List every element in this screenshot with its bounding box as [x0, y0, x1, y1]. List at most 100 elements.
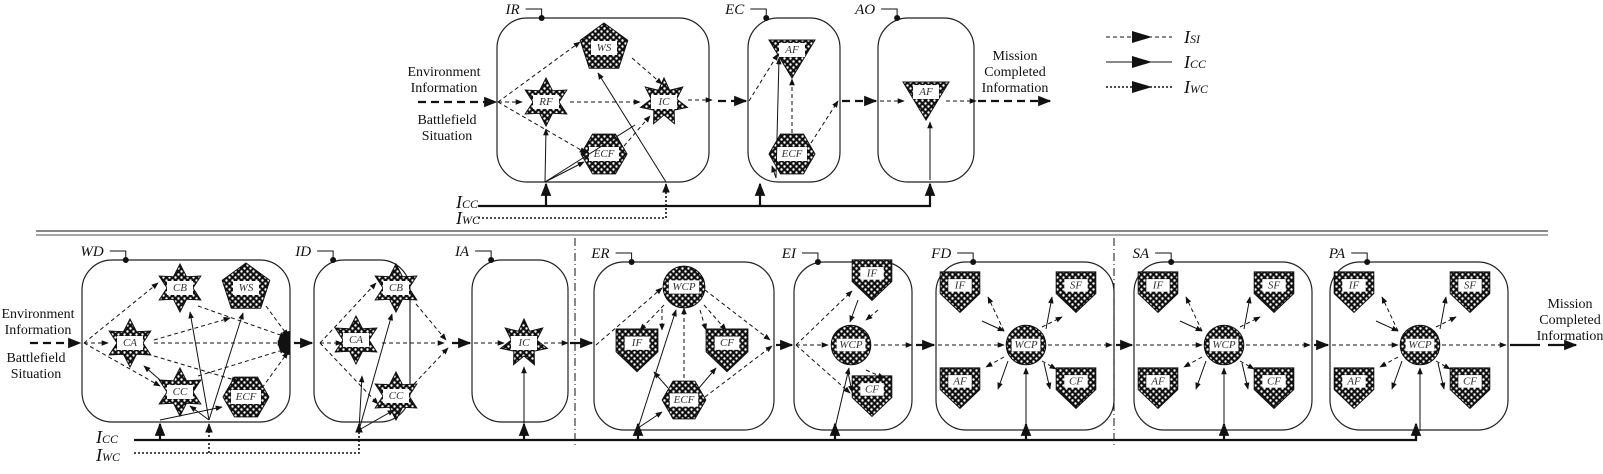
node-label: SF [1070, 279, 1083, 291]
phase-tag-dot [122, 257, 129, 263]
node-label: WCP [1408, 339, 1432, 351]
node-wcp: WCP [830, 324, 872, 366]
connector [83, 342, 161, 387]
legend-arrowhead [1132, 56, 1152, 68]
node-wcp: WCP [1399, 324, 1441, 366]
node-label-box [777, 147, 807, 161]
node-label-box [167, 281, 193, 295]
node-cf: CF [851, 375, 893, 418]
node-label: ECF [235, 391, 257, 403]
connector [704, 345, 773, 398]
node-if: IF [939, 271, 981, 314]
connector [153, 317, 231, 341]
phase-tag-dot [1364, 259, 1371, 265]
connector [1243, 296, 1252, 330]
connector [639, 304, 665, 331]
node-label: CA [349, 334, 363, 346]
connector [1239, 316, 1261, 328]
phase-container [313, 259, 411, 423]
connector [771, 165, 777, 179]
node-label: IF [631, 337, 643, 349]
text-line: Environment [407, 65, 480, 80]
node-label: CA [123, 337, 137, 349]
node-label-box [511, 336, 537, 350]
bus-symbol: I [1183, 52, 1191, 72]
legend-label: ISI [1183, 27, 1201, 47]
node-label: ECF [673, 394, 695, 406]
connector [987, 296, 1005, 332]
node-label-box [1146, 375, 1170, 388]
phase-tag-dot [970, 259, 977, 265]
connector [631, 57, 663, 85]
node-af: AF [902, 81, 950, 121]
bus-symbol: I [1183, 77, 1191, 97]
node-label-box [533, 95, 559, 109]
connector [265, 305, 289, 337]
connector [834, 367, 851, 429]
text-line: Situation [11, 367, 62, 382]
node-ecf: ECF [222, 376, 270, 418]
text-line: Information [411, 81, 478, 96]
node-label-box [948, 279, 972, 292]
bus-subscript: CC [1190, 57, 1207, 71]
node-af: AF [1137, 367, 1179, 410]
connector [795, 290, 853, 346]
node-wcp: WCP [1005, 324, 1047, 366]
node-label-box [167, 385, 193, 399]
node-label: CC [389, 390, 404, 402]
connector [1381, 296, 1399, 332]
iwc-label: IWC [455, 208, 481, 228]
phase-tag-dot [894, 15, 901, 21]
node-label-box [779, 43, 805, 57]
connector [544, 124, 636, 183]
bus-subscript: CC [462, 197, 479, 211]
phase-label: EI [781, 246, 797, 262]
connector [153, 355, 239, 382]
node-label: IF [1348, 279, 1360, 291]
connector [543, 128, 549, 183]
node-if: IF [1333, 271, 1375, 314]
phase-tag-dot [763, 15, 770, 21]
legend-arrowhead [1132, 31, 1152, 43]
legend-label: ICC [1183, 52, 1207, 72]
phase-tag-dot [330, 257, 337, 263]
node-label: AF [784, 44, 799, 56]
connector [849, 299, 859, 323]
connector [637, 309, 677, 429]
sf-shape [1055, 271, 1097, 314]
bus-subscript: CC [102, 432, 119, 446]
text-line: Information [1537, 329, 1603, 344]
phase-label: ID [294, 244, 311, 260]
bus-subscript: WC [102, 450, 121, 464]
connector [497, 101, 587, 154]
text-line: Battlefield [417, 113, 476, 128]
node-af: AF [768, 39, 816, 79]
node-label: CB [389, 282, 403, 294]
node-label: CF [1267, 375, 1281, 387]
node-label: AF [1150, 375, 1165, 387]
bus-symbol: I [455, 208, 463, 228]
if-shape [1333, 271, 1375, 314]
node-label-box [117, 336, 143, 350]
node-label: WCP [1212, 339, 1236, 351]
node-label: CF [720, 337, 734, 349]
phase-label: WD [80, 244, 103, 260]
bus-subscript: WC [1190, 82, 1209, 96]
connector [775, 57, 782, 179]
connector [1375, 320, 1399, 332]
connector [597, 72, 667, 183]
node-label-box [1011, 338, 1041, 352]
cf-shape [851, 375, 893, 418]
node-ecf: ECF [661, 380, 707, 420]
node-label-box [591, 41, 617, 55]
cf-shape [705, 328, 749, 373]
node-label-box [913, 85, 939, 99]
node-label: CB [173, 282, 187, 294]
node-label-box [836, 338, 866, 352]
iwc-label: IWC [95, 445, 121, 465]
node-wcp: WCP [1203, 324, 1245, 366]
text-line: Mission [992, 49, 1037, 64]
